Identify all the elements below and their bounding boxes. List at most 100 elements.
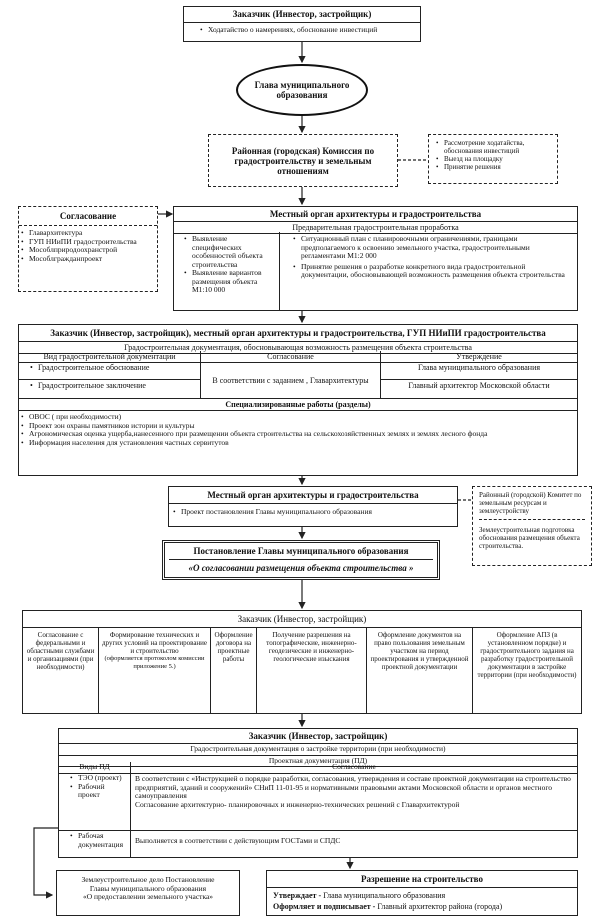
customer-bottom-working-list: Рабочая документация [69, 831, 128, 849]
head-ellipse: Глава муниципального образования [236, 64, 368, 116]
approval-side-item: ГУП НИиПИ градостроительства [21, 237, 153, 247]
permit-line1: Утверждает - Глава муниципального образо… [267, 888, 577, 900]
customer-bottom-pd-list: ТЭО (проект) Рабочий проект [69, 773, 128, 800]
joint-special-title: Специализированные работы (разделы) [19, 398, 577, 411]
joint-title: Заказчик (Инвестор, застройщик), местный… [19, 325, 577, 342]
local-arch2-box: Местный орган архитектуры и градостроите… [168, 486, 458, 527]
local-arch-left: Выявление специфических особенностей объ… [174, 232, 280, 310]
local-arch2-item: Проект постановления Главы муниципальног… [173, 507, 453, 517]
local-arch-title: Местный орган архитектуры и градостроите… [174, 207, 577, 222]
commission-note: Выезд на площадку [436, 155, 553, 163]
permit-line2-text: Главный архитектор района (города) [375, 902, 503, 911]
customer-mid-col-text: Оформление документов на право пользован… [370, 631, 469, 671]
local-arch-left-item: Выявление вариантов размещения объекта М… [184, 268, 277, 295]
local-arch2-list: Проект постановления Главы муниципальног… [169, 504, 457, 517]
resolution-subtitle: «О согласовании размещения объекта строи… [188, 563, 414, 573]
local-arch-right-item: Принятие решения о разработке конкретног… [293, 262, 573, 280]
customer-bottom-agreement-text2: Согласование архитектурно- планировочных… [135, 799, 460, 809]
commission-note: Рассмотрение ходатайства, обоснования ин… [436, 139, 553, 155]
customer-bottom-title: Заказчик (Инвестор, застройщик) [59, 729, 577, 744]
joint-doc-type-list-2: Градостроительное заключение [29, 381, 198, 390]
customer-top-box: Заказчик (Инвестор, застройщик) Ходатайс… [183, 6, 421, 42]
customer-bottom-box: Заказчик (Инвестор, застройщик) Градостр… [58, 728, 578, 858]
land-prep-note: Землеустроительная подготовка обосновани… [479, 526, 580, 550]
customer-mid-col: Получение разрешения на топографические,… [257, 627, 367, 713]
commission-notes-list: Рассмотрение ходатайства, обоснования ин… [435, 139, 553, 171]
local-arch-right-item: Ситуационный план с планировочными огран… [293, 234, 573, 261]
customer-mid-title: Заказчик (Инвестор, застройщик) [23, 611, 581, 628]
joint-box: Заказчик (Инвестор, застройщик), местный… [18, 324, 578, 476]
commission-note: Принятие решения [436, 163, 553, 171]
approval-side-list: Главархитектура ГУП НИиПИ градостроитель… [19, 226, 157, 263]
customer-bottom-agreement-text: В соответствии с «Инструкцией о порядке … [135, 774, 571, 800]
customer-mid-col-note: (оформляется протоколом комиссии приложе… [104, 655, 205, 670]
customer-mid-col: Оформление АПЗ (в установленном порядке)… [473, 627, 581, 713]
customer-mid-col-text: Формирование технических и других услови… [101, 631, 208, 655]
approval-side-item: Мособлприродоохранстрой [21, 245, 153, 255]
customer-bottom-working-text: Выполняется в соответствии с действующим… [135, 836, 341, 845]
customer-mid-col-text: Согласование с федеральными и областными… [26, 631, 95, 671]
commission-title: Районная (городская) Комиссия по градост… [231, 145, 375, 176]
customer-mid-col-text: Оформление АПЗ (в установленном порядке)… [477, 631, 577, 679]
joint-subtitle: Градостроительная документация, обосновы… [19, 342, 577, 354]
customer-top-list: Ходатайство о намерениях, обоснование ин… [184, 23, 420, 35]
permit-box: Разрешение на строительство Утверждает -… [266, 870, 578, 916]
permit-line1-role: Утверждает - [273, 891, 322, 900]
commission-notes-box: Рассмотрение ходатайства, обоснования ин… [428, 134, 558, 184]
local-arch-left-item: Выявление специфических особенностей объ… [184, 234, 277, 269]
land-case-line2: Главы муниципального образования [89, 883, 207, 893]
permit-line2-role: Оформляет и подписывает - [273, 902, 376, 911]
approval-side-item: Главархитектура [21, 228, 153, 238]
joint-special-item: ОВОС ( при необходимости) [21, 412, 573, 422]
joint-col-header-agreement: Согласование [201, 351, 381, 363]
joint-col-header-approval: Утверждение [381, 351, 577, 363]
land-case-line3: «О предоставлении земельного участка» [82, 892, 214, 901]
joint-doc-type-row: Градостроительное заключение [19, 380, 201, 398]
customer-bottom-col-header: Согласование [131, 762, 577, 774]
local-arch-right: Ситуационный план с планировочными огран… [280, 232, 577, 280]
approval-side-box: Согласование Главархитектура ГУП НИиПИ г… [18, 206, 158, 292]
customer-mid-col-text: Получение разрешения на топографические,… [266, 631, 357, 663]
joint-doc-type-list-1: Градостроительное обоснование [29, 363, 198, 372]
local-arch-right-list: Ситуационный план с планировочными огран… [292, 234, 573, 280]
land-case-line1: Землеустроительное дело Постановление [81, 875, 215, 884]
head-ellipse-text: Глава муниципального образования [254, 80, 350, 100]
customer-bottom-agreement: В соответствии с «Инструкцией о порядке … [131, 773, 577, 831]
customer-bottom-pd-types: ТЭО (проект) Рабочий проект [59, 773, 131, 831]
customer-bottom-proj-title: Проектная документация (ПД) [59, 756, 577, 767]
resolution-title: Постановление Главы муниципального образ… [169, 546, 433, 560]
customer-mid-col: Оформление договора на проектные работы [211, 627, 257, 713]
approval-side-item: Мособлгражданпроект [21, 254, 153, 264]
joint-doc-type-row: Градостроительное обоснование [19, 362, 201, 380]
customer-bottom-pd-type: ТЭО (проект) [70, 773, 128, 783]
customer-top-item: Ходатайство о намерениях, обоснование ин… [200, 25, 416, 35]
joint-special-list: ОВОС ( при необходимости) Проект зон охр… [19, 411, 577, 447]
joint-special-item: Информация населения для установления ча… [21, 438, 573, 448]
customer-bottom-pd-type: Рабочий проект [70, 782, 128, 800]
land-case-box: Землеустроительное дело Постановление Гл… [56, 870, 240, 916]
land-committee-box: Районный (городской) Комитет по земельны… [472, 486, 592, 566]
customer-bottom-col-header: Виды ПД [59, 762, 131, 774]
resolution-box: Постановление Главы муниципального образ… [162, 540, 440, 580]
customer-mid-box: Заказчик (Инвестор, застройщик) Согласов… [22, 610, 582, 714]
customer-mid-col: Формирование технических и других услови… [99, 627, 211, 713]
permit-title: Разрешение на строительство [267, 871, 577, 888]
customer-mid-col-text: Оформление договора на проектные работы [214, 631, 253, 663]
joint-special-item: Агрономическая оценка ущерба,нанесенного… [21, 429, 573, 439]
local-arch-box: Местный орган архитектуры и градостроите… [173, 206, 578, 311]
customer-bottom-working-doc-label: Рабочая документация [70, 831, 128, 849]
customer-bottom-working-doc: Рабочая документация [59, 831, 131, 857]
joint-approval: Глава муниципального образования [381, 362, 577, 380]
joint-approval: Главный архитектор Московской области [408, 381, 550, 390]
customer-mid-col: Согласование с федеральными и областными… [23, 627, 99, 713]
local-arch2-title: Местный орган архитектуры и градостроите… [169, 487, 457, 504]
customer-mid-col: Оформление документов на право пользован… [367, 627, 473, 713]
land-committee-note: Районный (городской) Комитет по земельны… [479, 491, 585, 520]
approval-side-title: Согласование [19, 207, 157, 226]
joint-doc-type: Градостроительное обоснование [30, 363, 198, 372]
joint-agreement-text: В соответствии с заданием , Главархитект… [212, 375, 369, 385]
permit-line2: Оформляет и подписывает - Главный архите… [267, 900, 577, 911]
customer-bottom-subtitle: Градостроительная документация о застрой… [59, 744, 577, 756]
joint-agreement: В соответствии с заданием , Главархитект… [201, 362, 381, 398]
joint-doc-type: Градостроительное заключение [30, 381, 198, 390]
